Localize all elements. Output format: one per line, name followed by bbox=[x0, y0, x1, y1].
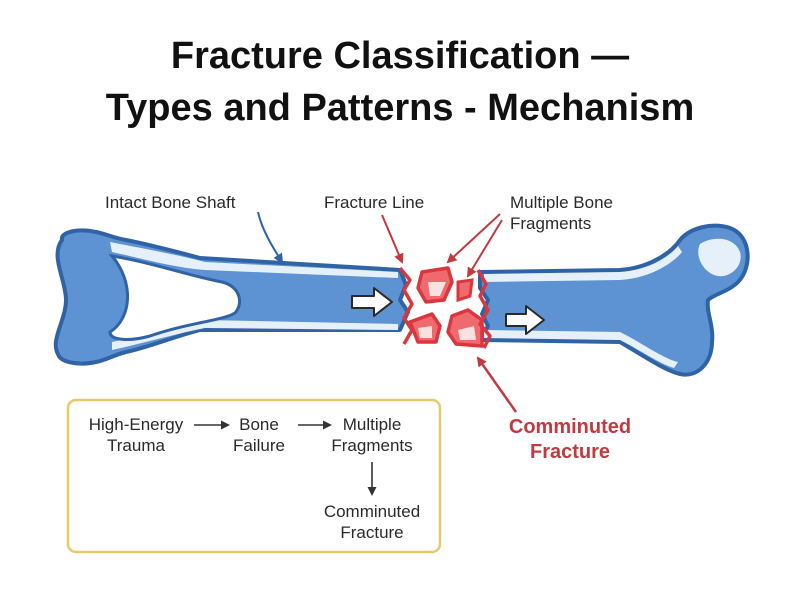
flow-step2-line1: Bone bbox=[239, 415, 279, 434]
fracture-line-pointer bbox=[381, 214, 404, 264]
fragment-2 bbox=[456, 278, 474, 303]
intact-shaft-pointer bbox=[257, 211, 284, 264]
flow-step2-line2: Failure bbox=[233, 436, 285, 455]
title-line-1: Fracture Classification — bbox=[170, 35, 630, 77]
label-comminuted-2: Fracture bbox=[530, 441, 610, 463]
flow-step4-line2: Fracture bbox=[340, 523, 403, 542]
page-title: Fracture Classification — Types and Patt… bbox=[0, 30, 800, 134]
title-line-2: Types and Patterns - Mechanism bbox=[105, 87, 695, 129]
comminuted-pointer bbox=[476, 356, 518, 413]
mechanism-flowchart: High-Energy Trauma Bone Failure Multiple… bbox=[66, 398, 442, 554]
fragment-4 bbox=[446, 308, 484, 348]
flowchart-border bbox=[66, 398, 442, 554]
bone-fragments bbox=[398, 266, 492, 349]
left-bone-segment bbox=[53, 228, 410, 366]
force-arrow-right bbox=[505, 305, 545, 335]
fragments-pointer-2 bbox=[466, 219, 503, 278]
fragments-pointer-1 bbox=[446, 213, 501, 264]
force-arrow-left bbox=[351, 287, 393, 317]
flow-step3-line2: Fragments bbox=[331, 436, 412, 455]
flow-step1-line1: High-Energy bbox=[89, 415, 184, 434]
label-intact-shaft: Intact Bone Shaft bbox=[105, 193, 236, 212]
label-comminuted-1: Comminuted bbox=[509, 416, 631, 438]
flow-step3-line1: Multiple bbox=[343, 415, 402, 434]
label-fragments-2: Fragments bbox=[510, 214, 591, 233]
flow-step4-line1: Comminuted bbox=[324, 502, 420, 521]
label-fracture-line: Fracture Line bbox=[324, 193, 424, 212]
flow-step1-line2: Trauma bbox=[107, 436, 165, 455]
label-fragments-1: Multiple Bone bbox=[510, 193, 613, 212]
right-bone-segment bbox=[478, 223, 750, 377]
